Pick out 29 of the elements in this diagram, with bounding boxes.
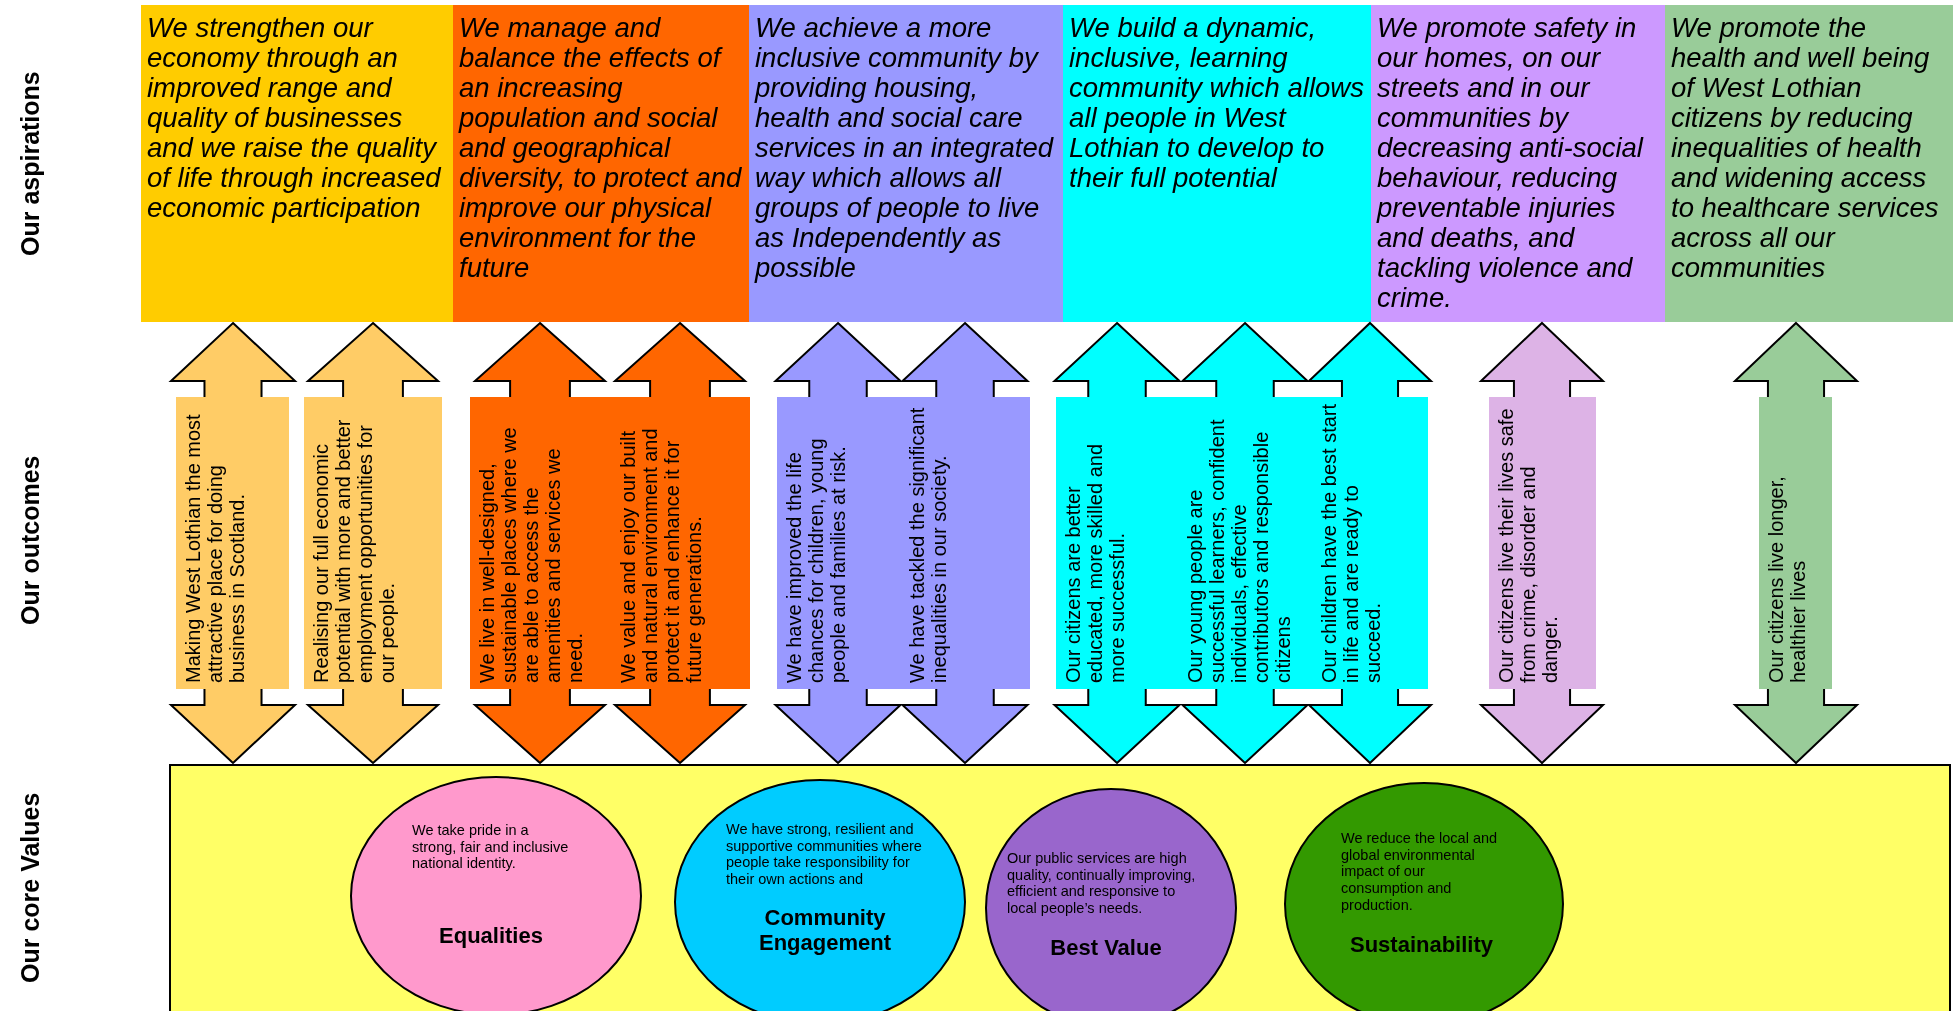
edge-label: Our citizens live longer, healthier lives bbox=[1759, 397, 1832, 689]
edge-label: Our citizens are better educated, more skilled and more successful. bbox=[1056, 397, 1178, 689]
aspiration-panel: We build a dynamic, inclusive, learning community which allows all people in West Lothian to develop to their full potential bbox=[1063, 5, 1371, 322]
value-description: We reduce the local and global environmental impact of our consumption and production. bbox=[1341, 830, 1499, 914]
value-heading: Sustainability bbox=[1348, 931, 1494, 957]
row-label: Our core Values bbox=[15, 791, 45, 985]
aspiration-panel: We strengthen our economy through an improved range and quality of businesses and we raise the quality of life through increased economic participation bbox=[141, 5, 453, 322]
edge-label: Our citizens live their lives safe from crime, disorder and danger. bbox=[1489, 397, 1596, 689]
edge-label: Our young people are successful learners, confident individuals, effective contributors and responsible citizens bbox=[1178, 397, 1312, 689]
edge-label: We value and enjoy our built and natural environment and protect it and enhance it for future generations. bbox=[611, 397, 750, 689]
value-heading: Best Value bbox=[1049, 934, 1163, 960]
edge-label: We have improved the life chances for children, young people and families at risk. bbox=[777, 397, 900, 689]
value-description: We have strong, resilient and supportive communities where people take responsibility for their own actions and bbox=[726, 821, 923, 888]
edge-label: Realising our full economic potential with more and better employment opportunities for our people. bbox=[304, 397, 442, 689]
edge-label: Our children have the best start in life and are ready to succeed. bbox=[1312, 397, 1428, 689]
values-band bbox=[169, 764, 1951, 1011]
edge-label: Making West Lothian the most attractive place for doing business in Scotland. bbox=[176, 397, 289, 689]
value-heading: Community Engagement bbox=[758, 904, 892, 956]
value-heading: Equalities bbox=[438, 922, 544, 948]
edge-label: We live in well-designed, sustainable places where we are able to access the amenities and services we need. bbox=[470, 397, 611, 689]
row-label: Our outcomes bbox=[15, 454, 45, 628]
row-label: Our aspirations bbox=[15, 70, 45, 258]
value-description: We take pride in a strong, fair and inclusive national identity. bbox=[412, 822, 570, 872]
aspiration-panel: We promote safety in our homes, on our streets and in our communities by decreasing anti-social behaviour, reducing preventable injuries and deaths, and tackling violence and crime. bbox=[1371, 5, 1665, 322]
aspiration-panel: We manage and balance the effects of an increasing population and social and geographical diversity, to protect and improve our physical environment for the future bbox=[453, 5, 749, 322]
aspiration-panel: We achieve a more inclusive community by providing housing, health and social care services in an integrated way which allows all groups of people to live as Independently as possible bbox=[749, 5, 1063, 322]
aspiration-panel: We promote the health and well being of West Lothian citizens by reducing inequalities of health and widening access to healthcare services across all our communities bbox=[1665, 5, 1953, 322]
value-description: Our public services are high quality, continually improving, efficient and responsive to local people’s needs. bbox=[1007, 850, 1197, 917]
edge-label: We have tackled the significant inequalities in our society. bbox=[900, 397, 1030, 689]
